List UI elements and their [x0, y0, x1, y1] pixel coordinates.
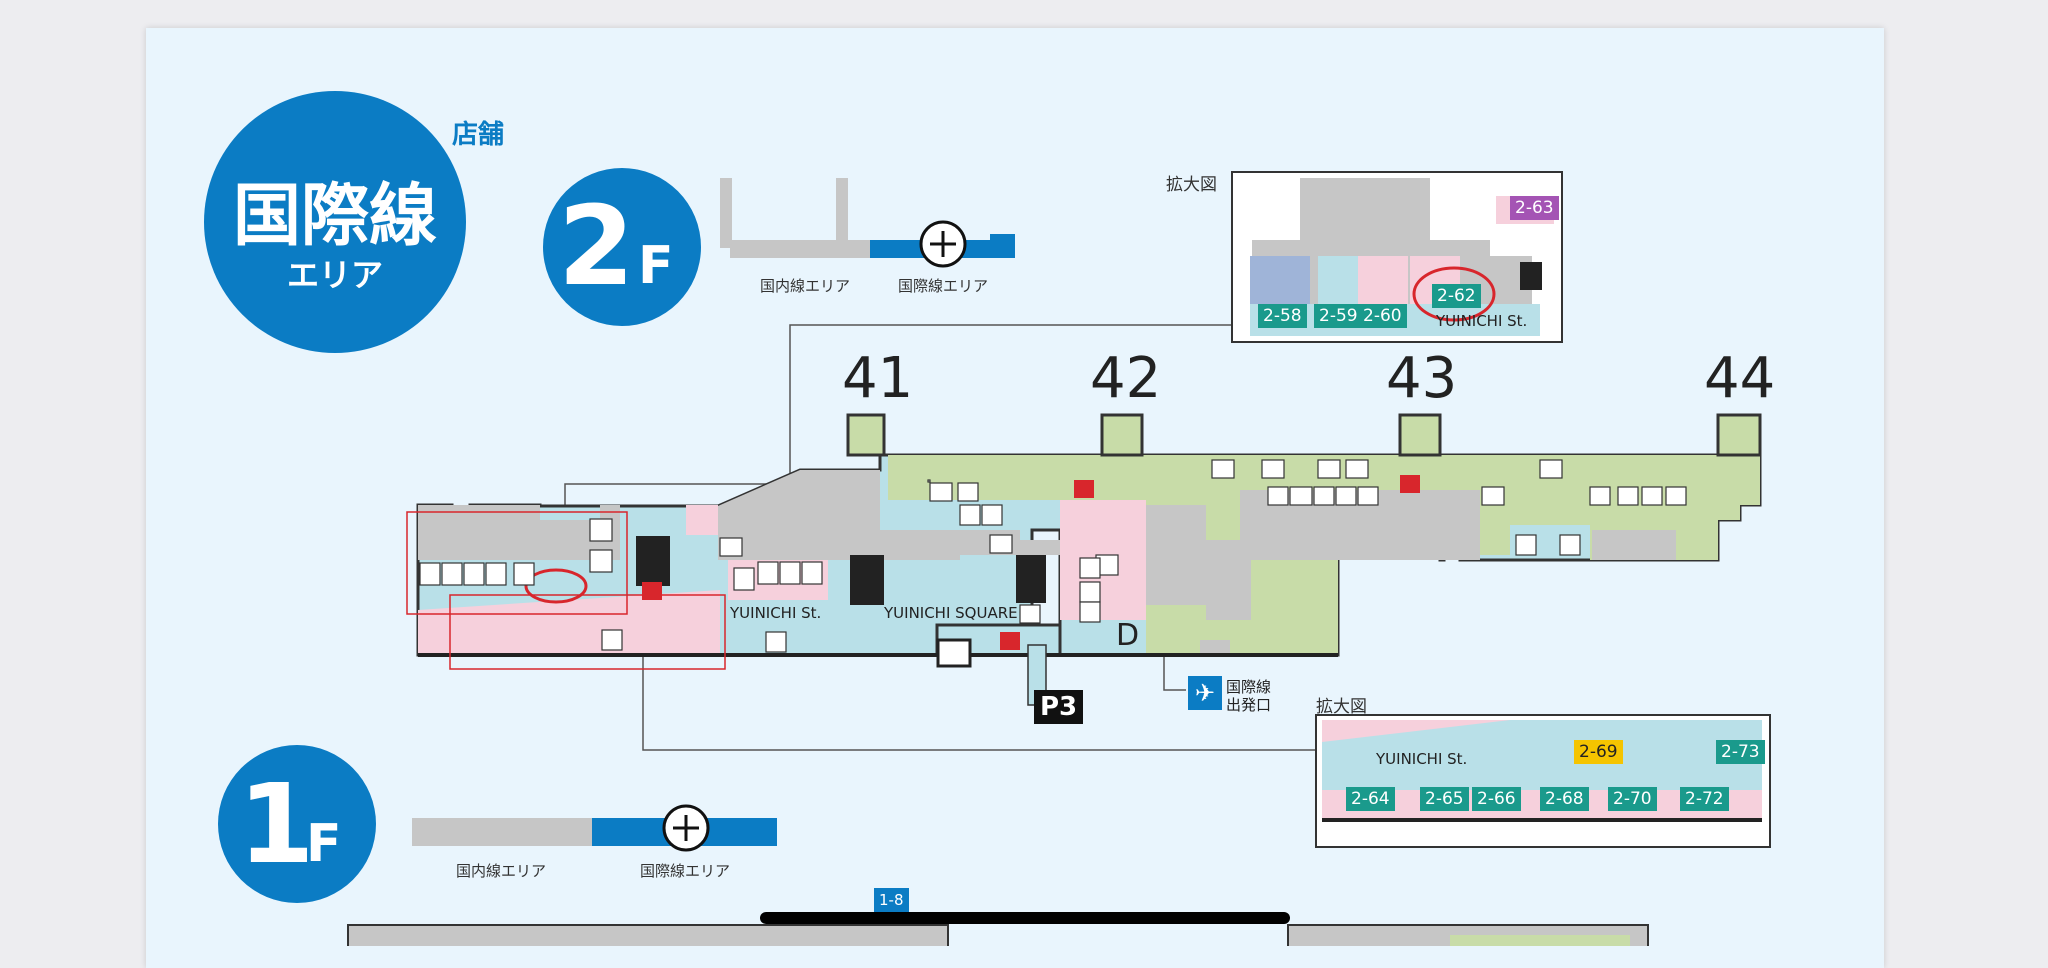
inset-bottom-caption: 拡大図 — [1316, 697, 1367, 717]
floor-1f-suffix: F — [306, 814, 342, 874]
shop-2-62[interactable]: 2-62 — [1432, 284, 1481, 308]
zone-d-label: D — [1116, 618, 1140, 653]
shop-2-60[interactable]: 2-60 — [1358, 304, 1407, 328]
coin-locker-icon — [1261, 459, 1285, 479]
restaurant-icon — [1559, 534, 1581, 556]
inset-top-caption: 拡大図 — [1166, 175, 1217, 195]
coin-locker-icon — [1211, 459, 1235, 479]
atm-icon — [929, 482, 953, 502]
restroom-icon — [1313, 486, 1335, 506]
shop-2-69[interactable]: 2-69 — [1574, 740, 1623, 764]
street-label: YUINICHI St. — [730, 604, 822, 622]
coin-locker-icon — [733, 567, 755, 591]
accessible-restroom-icon — [1335, 486, 1357, 506]
floor-1f-badge — [218, 745, 376, 903]
restroom-icon — [757, 561, 779, 585]
legend-1f-international: 国際線エリア — [640, 862, 731, 880]
accessible-restroom-icon — [463, 562, 485, 586]
shop-2-65[interactable]: 2-65 — [1420, 787, 1469, 811]
elevator-icon — [1520, 262, 1542, 290]
shop-2-72[interactable]: 2-72 — [1680, 787, 1729, 811]
restroom-icon — [419, 562, 441, 586]
coin-locker-icon — [1289, 486, 1313, 506]
gate-42: 42 — [1090, 346, 1162, 411]
floor-2f-badge — [543, 168, 701, 326]
area-badge — [204, 91, 466, 353]
aed-icon — [1074, 480, 1094, 498]
airplane-icon: ✈ — [1188, 676, 1222, 710]
scroll-handle[interactable] — [760, 912, 1290, 924]
accessible-restroom-icon — [779, 561, 801, 585]
escalator-icon — [636, 536, 670, 586]
baby-care-icon — [801, 561, 823, 585]
coin-locker-icon — [589, 518, 613, 542]
escalator-icon — [1016, 555, 1046, 603]
shop-2-70[interactable]: 2-70 — [1608, 787, 1657, 811]
gate-43: 43 — [1386, 346, 1458, 411]
restroom-icon — [1079, 557, 1101, 579]
atm-icon — [1317, 459, 1341, 479]
stairs-icon — [589, 549, 613, 573]
parking-p3[interactable]: P3 — [1034, 690, 1084, 724]
floor-1f-number: 1 — [238, 760, 315, 888]
info-icon — [1019, 604, 1041, 624]
shop-2-59[interactable]: 2-59 — [1314, 304, 1363, 328]
area-title: 国際線 — [232, 177, 437, 256]
escalator-icon — [850, 555, 884, 605]
coin-locker-icon — [1481, 486, 1505, 506]
accessible-restroom-icon — [1641, 486, 1663, 506]
locator-2f — [720, 178, 1015, 268]
baby-care-icon — [441, 562, 463, 586]
shop-2-63[interactable]: 2-63 — [1510, 196, 1559, 220]
accessible-restroom-icon — [1079, 581, 1101, 603]
restaurant-icon — [1267, 486, 1289, 506]
floor-2f-suffix: F — [638, 236, 674, 296]
shop-2-68[interactable]: 2-68 — [1540, 787, 1589, 811]
accessible-restroom-icon — [1079, 601, 1101, 623]
square-label: YUINICHI SQUARE — [884, 604, 1018, 622]
gate-41: 41 — [842, 346, 914, 411]
gate-44: 44 — [1704, 346, 1776, 411]
floor-map — [347, 171, 1771, 946]
coin-locker-icon — [765, 631, 787, 653]
smoking-icon — [719, 537, 743, 557]
shop-2-73[interactable]: 2-73 — [1716, 740, 1765, 764]
departure-label-1: 国際線 — [1226, 678, 1272, 696]
locator-1f — [412, 804, 777, 852]
restaurant-icon — [1515, 534, 1537, 556]
accessible-restroom-icon — [981, 504, 1003, 526]
restaurant-icon — [1589, 486, 1611, 506]
shop-2-58[interactable]: 2-58 — [1258, 304, 1307, 328]
shop-2-64[interactable]: 2-64 — [1346, 787, 1395, 811]
aed-icon — [1000, 632, 1020, 650]
legend-2f-domestic: 国内線エリア — [760, 277, 851, 295]
shop-1-8[interactable]: 1-8 — [874, 888, 909, 912]
category-label: 店舗 — [452, 120, 505, 150]
legend-1f-domestic: 国内線エリア — [456, 862, 547, 880]
restroom-icon — [485, 562, 507, 586]
aed-icon — [1400, 475, 1420, 493]
inset-bottom-street: YUINICHI St. — [1376, 750, 1468, 768]
legend-2f-international: 国際線エリア — [898, 277, 989, 295]
baby-care-icon — [1357, 486, 1379, 506]
coin-locker-icon — [601, 629, 623, 651]
coin-locker-icon — [513, 562, 535, 586]
aed-icon — [642, 582, 662, 600]
coin-locker-icon — [957, 482, 979, 502]
baby-care-icon — [1665, 486, 1687, 506]
departure-label-2: 出発口 — [1226, 696, 1272, 714]
atm-icon — [989, 534, 1013, 554]
coin-locker-icon — [1539, 459, 1563, 479]
area-subtitle: エリア — [286, 256, 383, 294]
restroom-icon — [1617, 486, 1639, 506]
restroom-icon — [959, 504, 981, 526]
inset-bottom-map — [1315, 714, 1771, 848]
atm-icon — [1345, 459, 1369, 479]
shop-2-66[interactable]: 2-66 — [1472, 787, 1521, 811]
floor-2f-number: 2 — [558, 182, 635, 310]
inset-top-street: YUINICHI St. — [1436, 312, 1528, 330]
